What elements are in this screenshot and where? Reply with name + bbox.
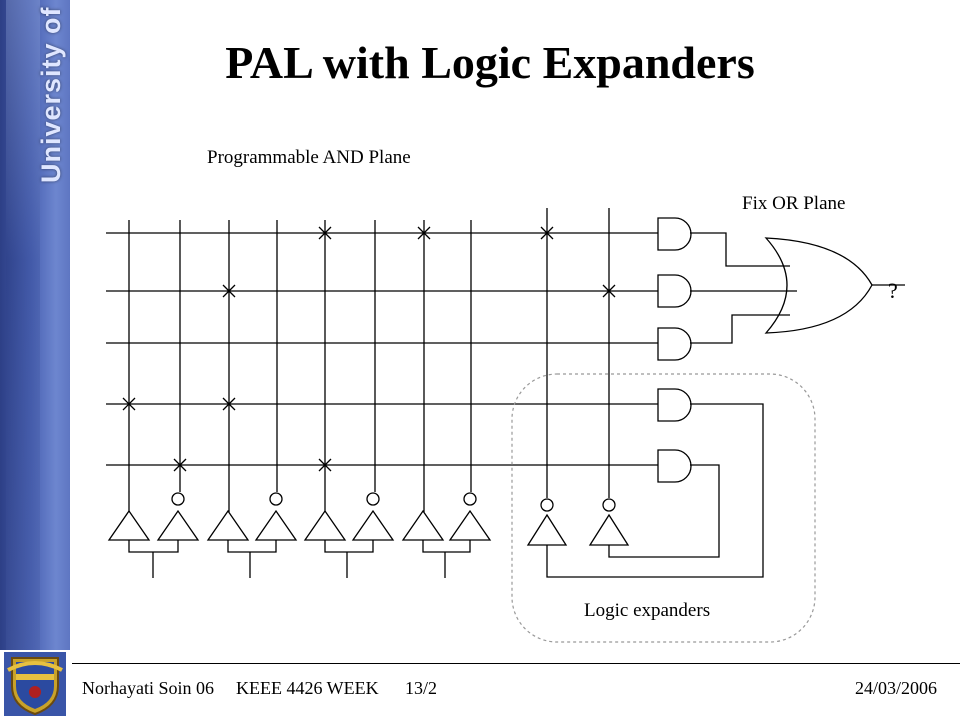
and-gates: [657, 217, 692, 483]
or-gate: [764, 237, 873, 334]
expanders-label: Logic expanders: [584, 600, 711, 621]
page-title: PAL with Logic Expanders: [225, 37, 755, 88]
footer-page: 13/2: [405, 678, 438, 698]
footer-date: 24/03/2006: [855, 678, 938, 698]
input-buffers: [107, 492, 492, 578]
fuse-crosses: [122, 226, 616, 472]
and-plane-label: Programmable AND Plane: [207, 147, 411, 168]
sidebar-banner: University of Malaya: [0, 0, 70, 650]
footer-author: Norhayati Soin 06: [82, 678, 214, 698]
output-label: ?: [888, 278, 898, 303]
or-plane-label: Fix OR Plane: [742, 193, 846, 214]
logic-expanders-box: [511, 373, 816, 643]
footer-course: KEEE 4426 WEEK: [236, 678, 379, 698]
footer-divider: [72, 663, 960, 664]
university-crest-icon: [4, 652, 66, 716]
expander-inverters: [526, 403, 764, 578]
sidebar-band: [6, 0, 40, 650]
